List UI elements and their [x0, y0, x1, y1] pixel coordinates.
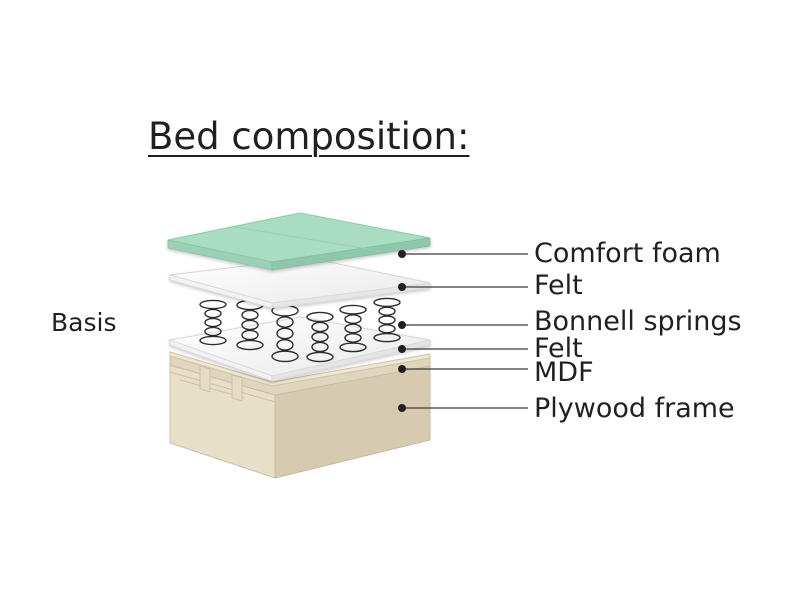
plywood-frame-layer: [169, 355, 431, 479]
spring-coil: [373, 297, 401, 343]
label-mdf: MDF: [534, 357, 594, 388]
label-felt-lower: Felt: [534, 333, 583, 364]
leader-dot: [398, 345, 406, 353]
spring-coil: [339, 304, 367, 353]
leader-dot: [398, 283, 406, 291]
spring-coil: [306, 311, 334, 363]
callout-leaders: [398, 250, 528, 412]
basis-label: Basis: [51, 308, 117, 337]
lower-felt-layer: [168, 316, 431, 382]
label-comfort-foam: Comfort foam: [534, 238, 721, 269]
spring-coil: [199, 299, 227, 346]
label-bonnell-springs: Bonnell springs: [534, 306, 742, 337]
label-plywood-frame: Plywood frame: [534, 393, 735, 424]
label-felt-upper: Felt: [534, 270, 583, 301]
leader-dot: [398, 321, 406, 329]
mdf-layer: [169, 351, 431, 387]
spring-coil: [271, 304, 299, 363]
diagram-title: Bed composition:: [148, 115, 470, 158]
leader-dot: [398, 250, 406, 258]
comfort-foam-layer: [167, 212, 431, 271]
leader-dot: [398, 404, 406, 412]
leader-dot: [398, 365, 406, 373]
